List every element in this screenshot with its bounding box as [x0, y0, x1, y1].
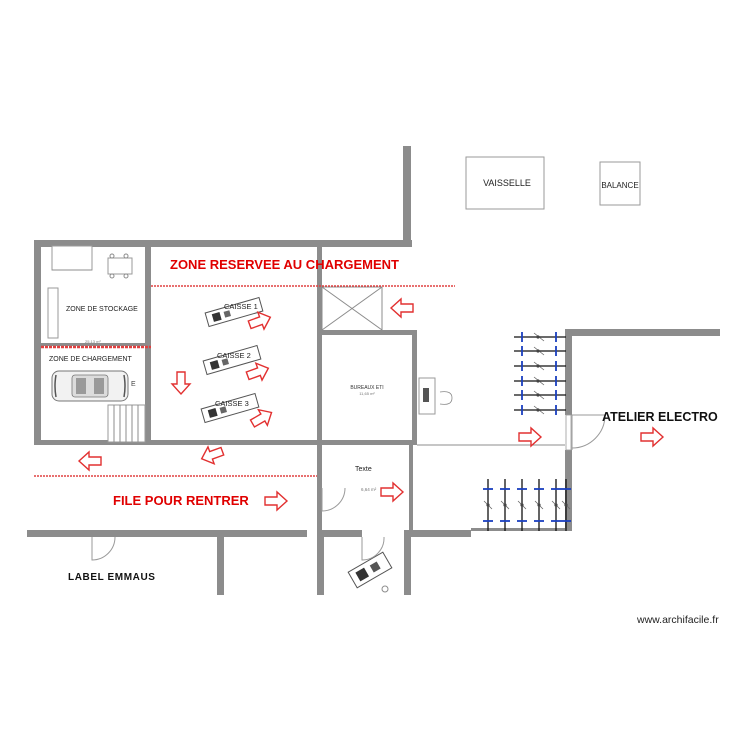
- caisse-3: [200, 392, 260, 424]
- texte-label: Texte: [355, 466, 372, 473]
- bike-icon: [551, 479, 561, 531]
- flow-arrow-7: [77, 450, 102, 472]
- bike-icon: [514, 376, 566, 386]
- svg-text:E: E: [131, 381, 136, 388]
- balance-box: BALANCE: [599, 161, 641, 206]
- flow-arrow-8: [264, 490, 289, 512]
- bike-icon: [483, 479, 493, 531]
- zone-stockage-label: ZONE DE STOCKAGE: [66, 306, 138, 313]
- bike-rack-upper: [514, 332, 566, 415]
- caisse1-label: CAISSE 1: [224, 302, 258, 311]
- bike-icon: [517, 479, 527, 531]
- stockage-furniture: [47, 245, 133, 339]
- texte-area: 6,64 m²: [361, 487, 377, 492]
- car-icon: [51, 370, 129, 402]
- watermark: www.archifacile.fr: [636, 614, 719, 626]
- flow-arrow-3: [245, 361, 270, 382]
- bureaux-label: BUREAUX ETI: [350, 385, 383, 391]
- flow-arrow-6: [200, 445, 225, 466]
- stairs-icon: [107, 404, 146, 443]
- bike-icon: [561, 479, 571, 531]
- flow-arrow-11: [640, 426, 665, 448]
- zone-reservee-title: ZONE RESERVEE AU CHARGEMENT: [170, 257, 399, 272]
- doors: [91, 414, 606, 561]
- flow-arrow-5: [249, 408, 273, 428]
- bike-icon: [514, 332, 566, 342]
- vaisselle-label: VAISSELLE: [483, 178, 531, 188]
- red-lines: [34, 285, 455, 477]
- caisse2-label: CAISSE 2: [217, 351, 251, 360]
- bike-icon: [534, 479, 544, 531]
- bike-rack-lower: [483, 479, 571, 531]
- lower-desk-icon: [347, 551, 393, 589]
- vaisselle-box: VAISSELLE: [465, 156, 545, 210]
- bike-icon: [514, 390, 566, 400]
- bike-icon: [514, 346, 566, 356]
- bike-icon: [514, 405, 566, 415]
- desk-icon: [418, 377, 453, 415]
- bike-icon: [514, 361, 566, 371]
- atelier-title: ATELIER ELECTRO: [602, 410, 718, 424]
- caisse-2: [202, 344, 262, 376]
- walls: [27, 146, 720, 595]
- flow-arrow-1: [389, 297, 414, 319]
- label-emmaus: LABEL EMMAUS: [68, 572, 156, 583]
- zone-stockage-area: 25,13 m²: [85, 339, 101, 344]
- flow-arrow-4: [170, 371, 192, 396]
- zone-chargement-label: ZONE DE CHARGEMENT: [49, 356, 133, 363]
- file-title: FILE POUR RENTRER: [113, 493, 249, 508]
- caisse-1: [204, 296, 264, 328]
- thin-outlines: [321, 286, 565, 446]
- balance-label: BALANCE: [601, 181, 638, 190]
- flow-arrow-2: [247, 310, 272, 331]
- flow-arrow-9: [380, 481, 405, 503]
- bike-icon: [500, 479, 510, 531]
- flow-arrows: [77, 297, 665, 512]
- bureaux-area: 11,65 m²: [359, 391, 375, 396]
- flow-arrow-10: [518, 426, 543, 448]
- caisse3-label: CAISSE 3: [215, 399, 249, 408]
